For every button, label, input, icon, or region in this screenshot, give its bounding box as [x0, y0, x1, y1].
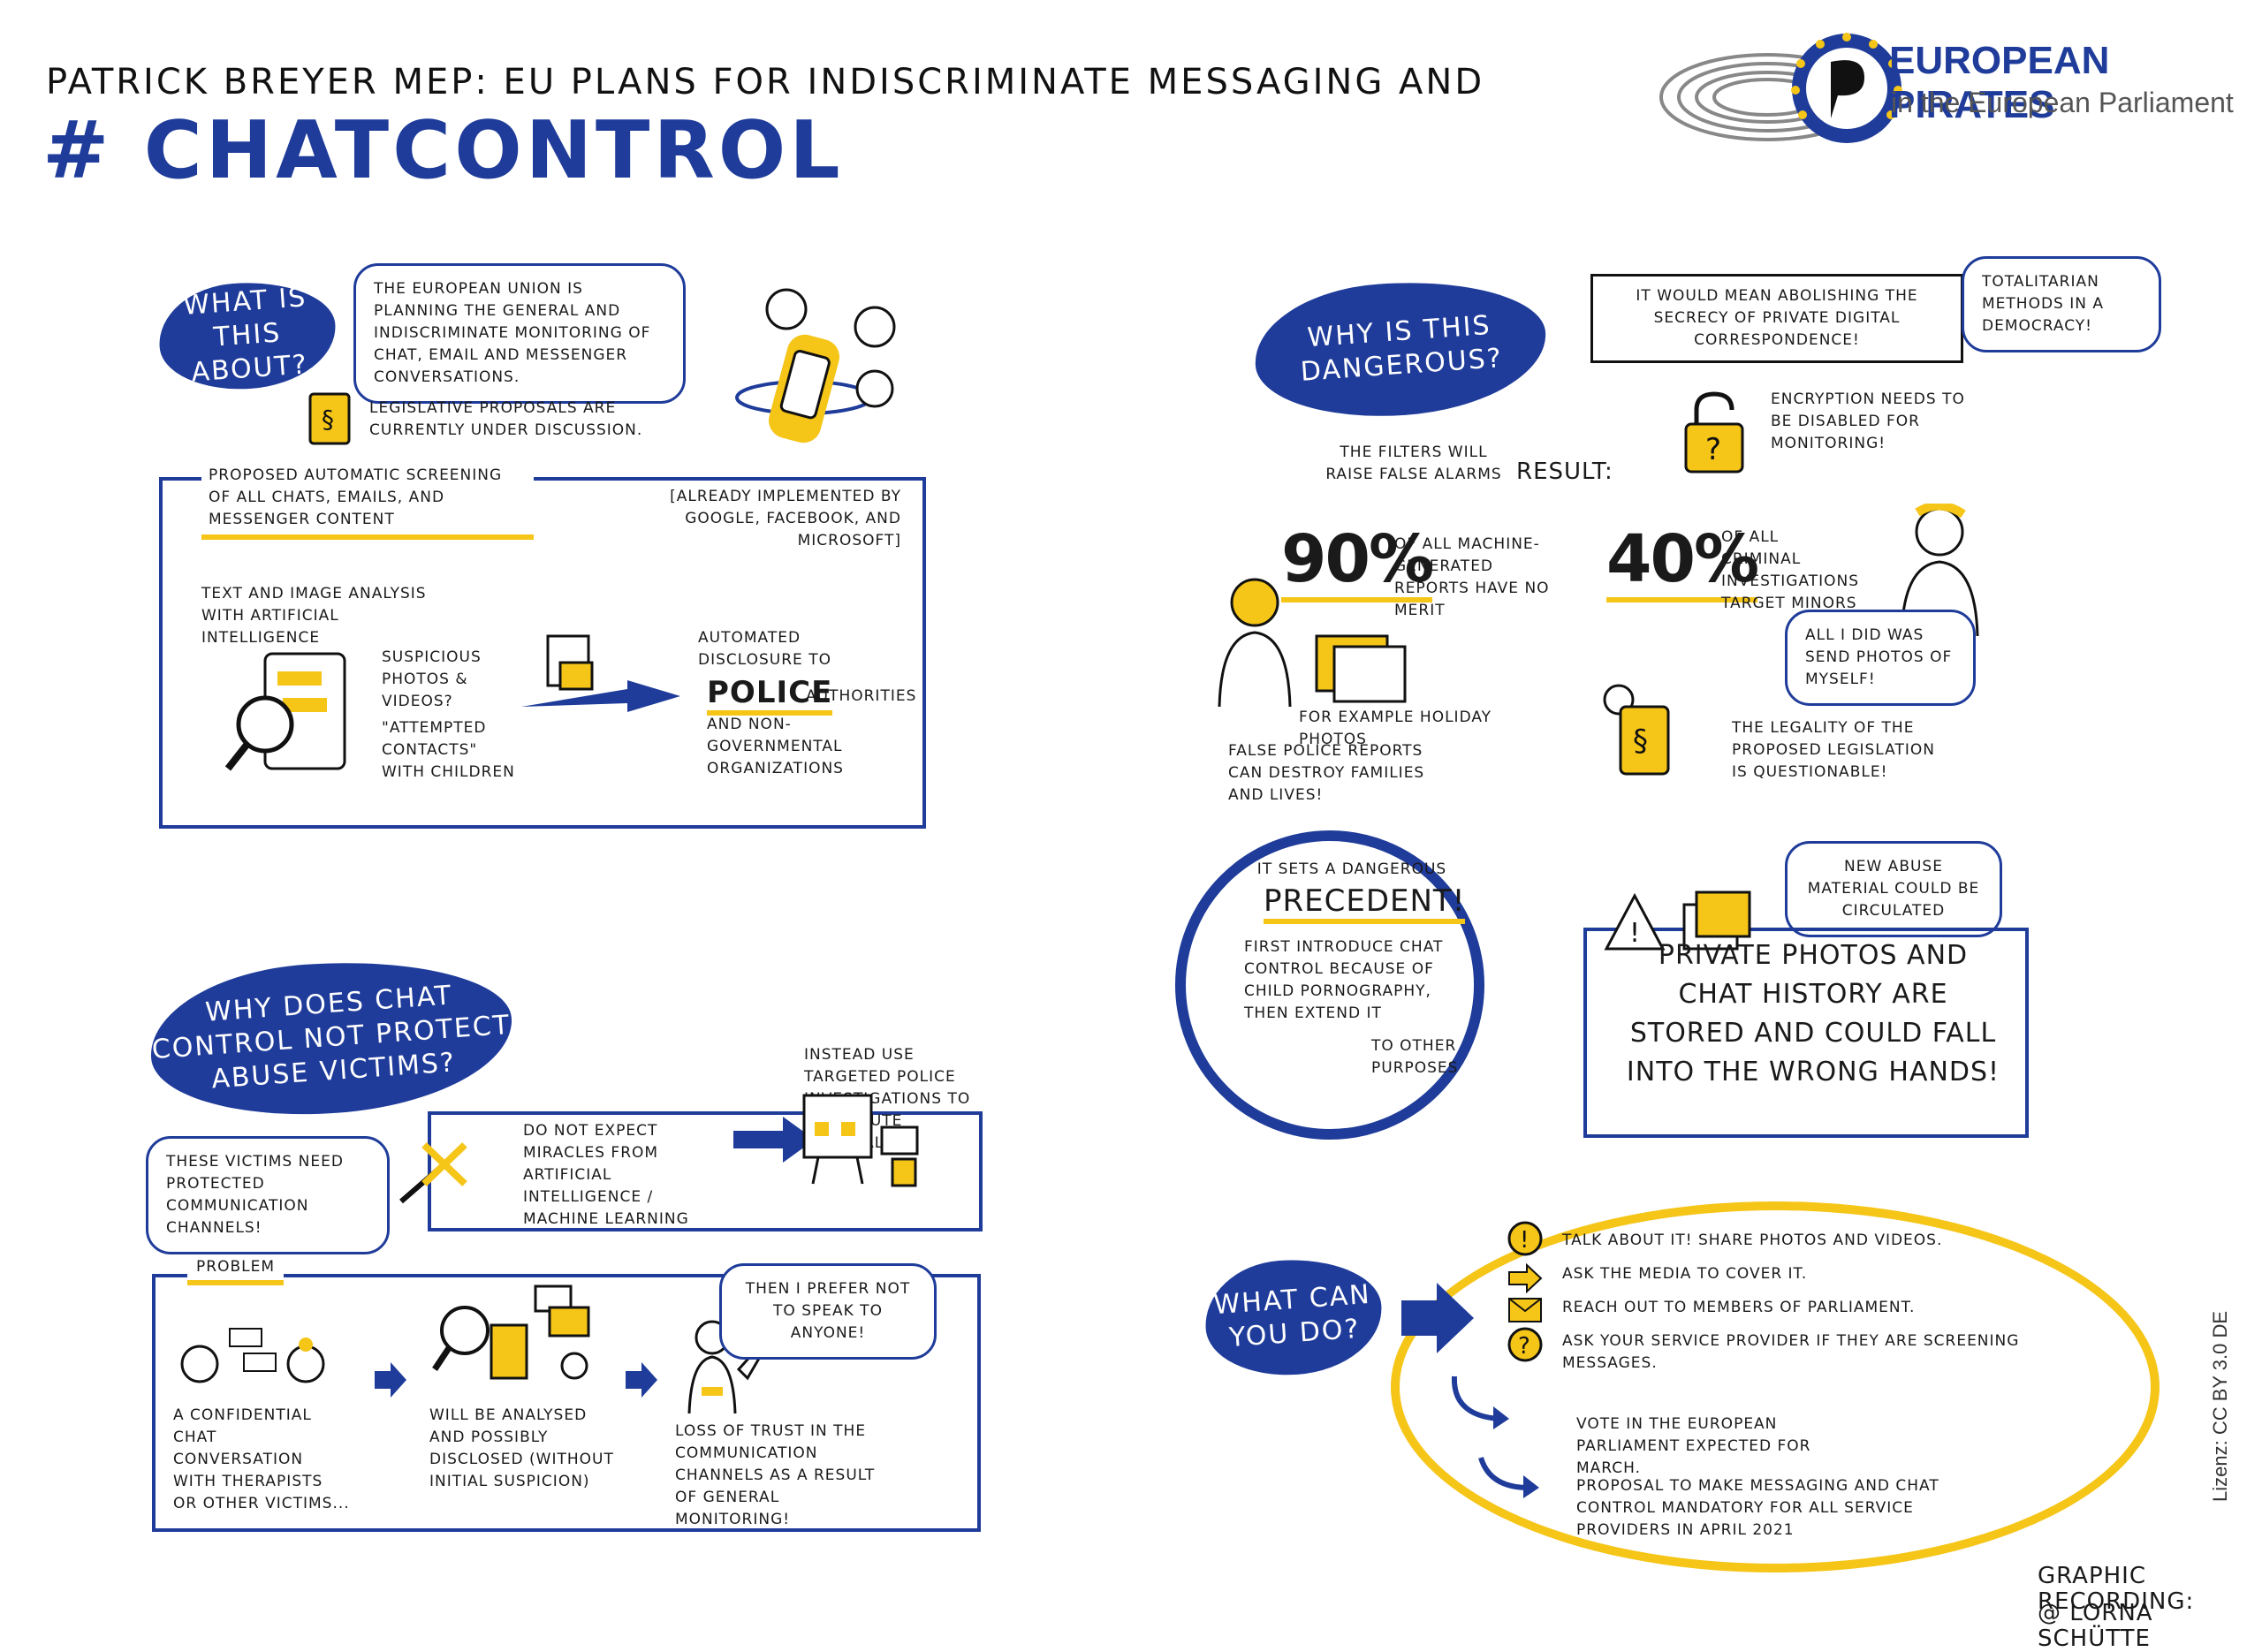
- heading-not-protect: Why does chat control not protect abuse …: [145, 950, 518, 1126]
- action-ellipse: [1391, 1201, 2160, 1572]
- confidential-text: A confidential chat conversation with th…: [173, 1406, 350, 1512]
- heading-dangerous: Why is this dangerous?: [1250, 272, 1551, 426]
- pct40-text: of all criminal investigations target mi…: [1721, 528, 1860, 612]
- title-line1: Patrick Breyer MEP: EU plans for indiscr…: [46, 62, 1485, 102]
- svg-text:§: §: [322, 405, 334, 434]
- arrow-right-icon: [733, 1117, 815, 1163]
- precedent-word: Precedent!: [1264, 883, 1466, 924]
- people-chat-icon: [180, 1328, 325, 1383]
- pct40: 40%: [1606, 521, 1759, 602]
- false-reports-text: False police reports can destroy familie…: [1228, 742, 1425, 804]
- arrow-right-small-1: [375, 1362, 406, 1398]
- precedent-sets: It sets a dangerous: [1256, 860, 1447, 878]
- heading-what-can-you-do: What can you do?: [1201, 1254, 1386, 1381]
- heading-what-about: What is this about?: [156, 277, 339, 395]
- totalitarian-bubble: Totalitarian methods in a democracy!: [1962, 256, 2161, 352]
- problem-frame: [152, 1274, 981, 1532]
- curved-arrow-icon-2: [1478, 1457, 1539, 1498]
- legality-text: The legality of the proposed legislation…: [1732, 719, 1935, 781]
- logo-name: EUROPEAN PIRATES: [1889, 39, 2110, 126]
- problem-label: Problem: [187, 1254, 284, 1285]
- suspicious-text: Suspicious photos & videos?: [382, 648, 482, 710]
- action-item-3: Reach out to members of parliament.: [1562, 1299, 1916, 1316]
- secrecy-banner: It would mean abolishing the secrecy of …: [1590, 274, 1963, 363]
- question-icon: ?: [1507, 1327, 1543, 1362]
- logo: EUROPEAN PIRATES in the European Parliam…: [1652, 27, 2235, 150]
- result-text: Result:: [1516, 458, 1613, 485]
- ngo-text: and non-governmental organizations: [707, 716, 844, 777]
- filters-text: The filters will raise false alarms: [1325, 443, 1502, 483]
- padlock-icon: ?: [1684, 391, 1744, 474]
- new-abuse-bubble: New abuse material could be circulated: [1785, 841, 2002, 937]
- magnifier-tablet-icon: [224, 652, 346, 771]
- action-item-4: Ask your service provider if they are sc…: [1562, 1332, 2020, 1372]
- miracles-frame: [428, 1111, 983, 1231]
- envelope-icon: [1508, 1298, 1542, 1322]
- miracles-text: Do not expect miracles from artificial i…: [523, 1122, 689, 1228]
- authorities-text: authorities: [806, 687, 917, 705]
- arrow-right-small-2: [626, 1362, 657, 1398]
- magnifier-documents-icon: [432, 1284, 590, 1380]
- svg-text:§: §: [1633, 724, 1648, 759]
- logo-subtitle: in the European Parliament: [1891, 87, 2234, 118]
- license-text: Lizenz: CC BY 3.0 DE: [2209, 1310, 2231, 1502]
- automated-text: Automated disclosure to: [698, 629, 831, 669]
- svg-text:!: !: [1520, 1227, 1529, 1254]
- action-item-2: Ask the media to cover it.: [1562, 1265, 1808, 1283]
- stored-text: Private photos and chat history are stor…: [1626, 940, 2000, 1087]
- pirate-flag-icon: [1791, 33, 1902, 143]
- warning-photo-icon: !: [1604, 890, 1751, 951]
- attempted-text: "Attempted contacts" with children: [382, 719, 515, 781]
- analysed-text: Will be analysed and possibly disclosed …: [429, 1406, 614, 1490]
- curved-arrow-icon-1: [1451, 1375, 1509, 1429]
- exclamation-icon: !: [1507, 1221, 1543, 1256]
- loss-text: Loss of trust in the communication chann…: [675, 1422, 876, 1528]
- legislative-text: Legislative proposals are currently unde…: [369, 399, 643, 439]
- big-arrow-right-icon: [1401, 1283, 1474, 1353]
- victims-bubble: These victims need protected communicati…: [146, 1136, 390, 1254]
- photos-icon: [1315, 634, 1407, 703]
- intro-bubble: The European Union is planning the gener…: [353, 263, 686, 404]
- send-photos-bubble: All I did was send photos of myself!: [1785, 610, 1976, 706]
- encryption-text: Encryption needs to be disabled for moni…: [1771, 390, 1965, 452]
- stored-frame: [1583, 928, 2029, 1138]
- precedent-other: to other purposes: [1371, 1037, 1459, 1077]
- pct90-text: of all machine-generated reports have no…: [1394, 535, 1550, 619]
- pct90: 90%: [1281, 521, 1434, 602]
- proposal-text: Proposal to make messaging and chat cont…: [1576, 1477, 1939, 1539]
- documents-arrow-icon: [521, 634, 680, 712]
- phone-icon: [735, 288, 896, 443]
- law-book-icon: §: [308, 392, 351, 445]
- police-text: POLICE: [707, 675, 833, 716]
- investigation-board-icon: [802, 1094, 919, 1187]
- text-analysis: Text and image analysis with artificial …: [201, 585, 427, 647]
- magic-wand-icon: [399, 1142, 467, 1204]
- credit-line2: @ Lorna Schütte: [2038, 1600, 2153, 1652]
- svg-text:!: !: [1629, 918, 1640, 949]
- prefer-bubble: Then I prefer not to speak to anyone!: [719, 1263, 937, 1360]
- arrow-outline-icon: [1508, 1263, 1543, 1293]
- precedent-first: First introduce chat control because of …: [1244, 938, 1444, 1022]
- screening-text: Proposed automatic screening of all chat…: [201, 461, 534, 540]
- vote-text: Vote in the European Parliament expected…: [1576, 1415, 1811, 1477]
- holiday-text: For example holiday photos: [1299, 709, 1492, 748]
- credit-line1: Graphic Recording:: [2038, 1563, 2195, 1615]
- woman-figure-icon: [1218, 578, 1292, 707]
- page-title: # ChatControl: [42, 104, 844, 197]
- already-text: [Already implemented by Google, Facebook…: [670, 488, 901, 549]
- svg-text:?: ?: [1705, 432, 1721, 467]
- svg-text:?: ?: [1518, 1333, 1530, 1360]
- law-book-icon-2: §: [1603, 684, 1670, 776]
- action-item-1: Talk about it! Share photos and videos.: [1562, 1231, 1943, 1249]
- screening-frame: [159, 477, 926, 829]
